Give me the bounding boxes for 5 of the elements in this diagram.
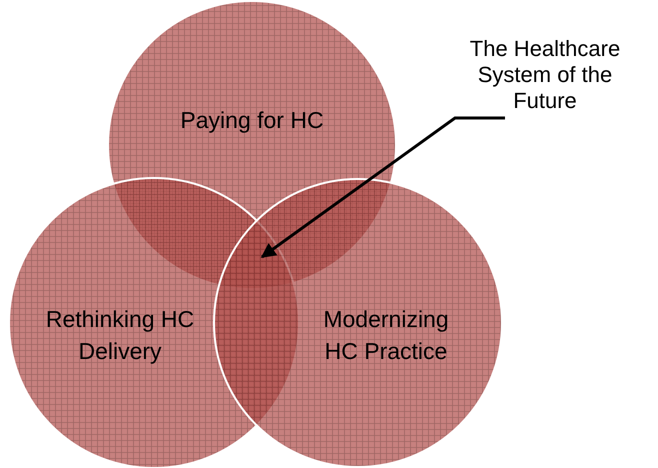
leader-arrow <box>260 116 505 258</box>
circle-label: Paying for HC <box>179 106 325 135</box>
callout-text: The Healthcare System of the Future <box>468 36 622 114</box>
circle-label: Modernizing HC Practice <box>322 305 450 366</box>
circle-label: Rethinking HC Delivery <box>45 305 195 366</box>
